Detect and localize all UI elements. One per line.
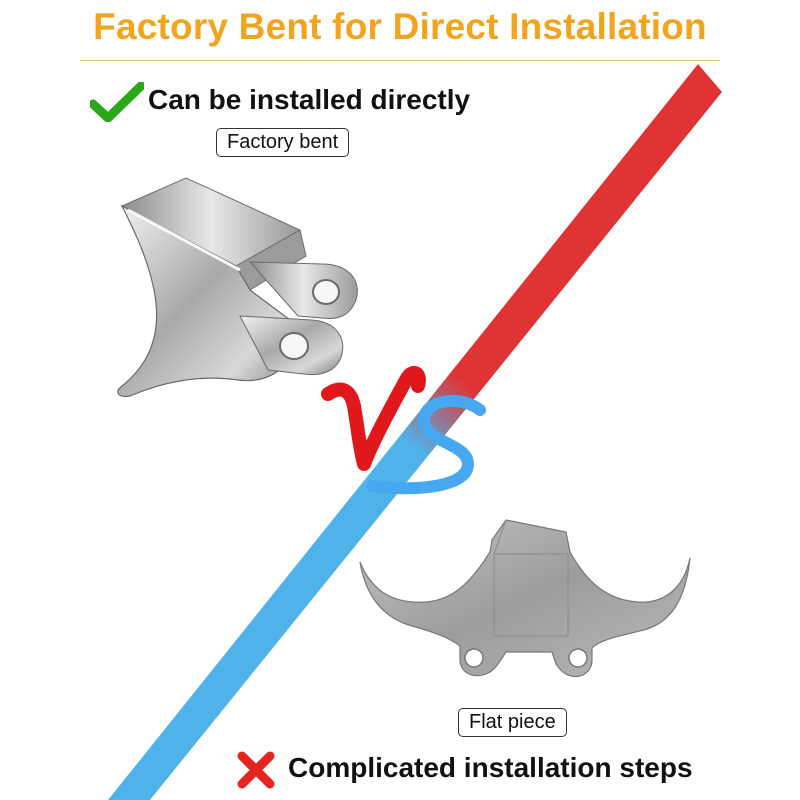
direct-install-headline: Can be installed directly <box>148 84 471 115</box>
page-title: Factory Bent for Direct Installation <box>93 6 707 47</box>
factory-bent-tag: Factory bent <box>216 128 350 157</box>
complicated-install-headline: Complicated installation steps <box>288 752 693 783</box>
bent-bracket-image <box>117 177 358 397</box>
check-icon <box>90 82 144 122</box>
flat-piece-tag: Flat piece <box>458 708 567 737</box>
flat-piece-image <box>359 519 691 678</box>
cross-icon <box>237 751 275 789</box>
title-underline <box>80 60 720 61</box>
vs-mark <box>321 366 486 495</box>
